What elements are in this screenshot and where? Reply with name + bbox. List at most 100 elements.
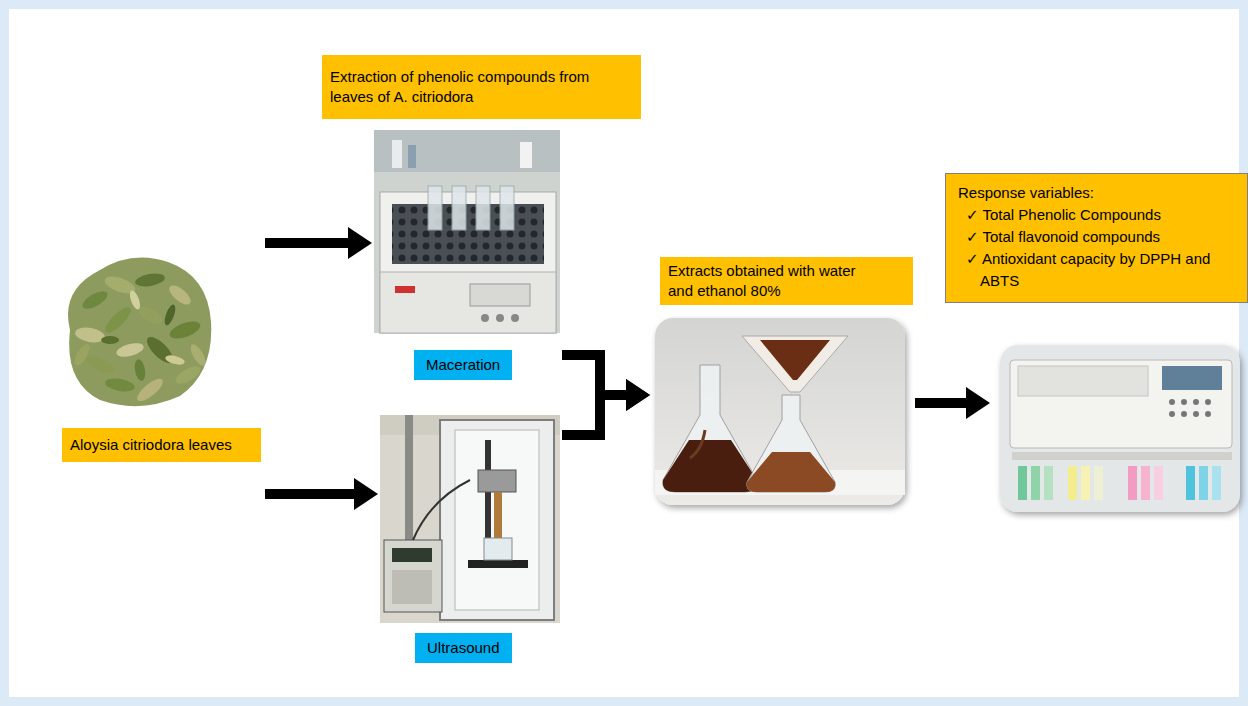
maceration-photo — [428, 186, 442, 230]
maceration-photo — [374, 130, 560, 172]
spectrophotometer-drawing — [1031, 466, 1040, 500]
label-box: Aloysia citriodora leaves — [62, 428, 261, 462]
spectrophotometer-drawing — [1169, 411, 1175, 417]
flask-drawing — [747, 452, 836, 492]
arrow-shaft — [562, 395, 628, 435]
list-item: ✓ Total Phenolic Compounds — [966, 204, 1216, 226]
maceration-photo — [380, 192, 556, 333]
analysis-panel: Response variables:✓ Total Phenolic Comp… — [990, 170, 1246, 515]
maceration-photo — [481, 314, 489, 322]
maceration-photo — [500, 186, 514, 230]
spectrophotometer-drawing — [1018, 366, 1148, 396]
flow-arrow — [265, 227, 372, 259]
maceration-photo — [392, 204, 544, 264]
maceration-photo — [520, 142, 532, 168]
spectrophotometer-drawing — [1081, 466, 1090, 500]
maceration-photo — [392, 140, 402, 168]
spectrophotometer-drawing — [1181, 399, 1187, 405]
leaves-photo — [68, 258, 211, 407]
spectrophotometer-photo — [1000, 345, 1240, 512]
arrow-head — [354, 478, 378, 510]
list-item: ✓ Antioxidant capacity by DPPH and ABTS — [966, 248, 1216, 292]
ultrasound-photo — [392, 570, 432, 604]
leaves-panel: Aloysia citriodora leaves — [50, 250, 265, 505]
maceration-photo — [374, 130, 560, 333]
spectrophotometer-drawing — [1162, 366, 1222, 390]
leaves-photo — [74, 326, 106, 345]
flask-drawing — [690, 430, 705, 458]
spectrophotometer-drawing — [1199, 466, 1208, 500]
ultrasound-photo — [455, 430, 539, 610]
extracts-photo — [655, 318, 905, 505]
flow-arrow — [265, 478, 378, 510]
leaves-photo — [68, 258, 211, 407]
arrow-head — [966, 387, 990, 419]
ultrasound-photo — [440, 420, 554, 620]
spectrophotometer-photo — [1000, 345, 1240, 512]
spectrophotometer-drawing — [1044, 466, 1053, 500]
leaves-photo — [134, 271, 166, 288]
box-text: Extraction of phenolic compounds from le… — [330, 67, 596, 107]
flow-arrow — [562, 379, 650, 435]
maceration-photo — [511, 314, 519, 322]
spectrophotometer-drawing — [1141, 466, 1150, 500]
ultrasound-photo — [380, 415, 560, 623]
leaves-photo — [83, 353, 117, 377]
leaves-photo — [162, 303, 177, 326]
leaves-photo — [188, 342, 209, 368]
list-heading: Response variables: — [958, 182, 1237, 204]
ultrasound-photo — [478, 470, 516, 492]
maceration-photo — [476, 186, 490, 230]
spectrophotometer-drawing — [1193, 411, 1199, 417]
flask-drawing — [663, 365, 758, 492]
maceration-photo — [452, 186, 466, 230]
leaves-photo — [104, 376, 136, 393]
leaves-photo — [115, 341, 145, 360]
leaves-photo — [173, 363, 203, 387]
arrow-head — [626, 379, 650, 411]
arrow-shaft — [265, 489, 356, 499]
ultrasound-photo — [494, 492, 502, 540]
spectrophotometer-drawing — [1169, 399, 1175, 405]
arrow-shaft — [265, 238, 350, 248]
maceration-photo — [470, 284, 530, 306]
spectrophotometer-drawing — [1018, 466, 1027, 500]
maceration-photo — [374, 130, 560, 333]
ultrasound-photo — [384, 540, 442, 612]
flask-drawing — [655, 336, 905, 495]
leaves-photo — [133, 358, 147, 381]
ultrasound-panel: Ultrasound — [378, 412, 562, 666]
flask-drawing — [663, 440, 758, 492]
maceration-photo — [395, 286, 415, 293]
label-box: Extracts obtained with water and ethanol… — [660, 257, 913, 305]
leaves-photo — [80, 288, 110, 312]
maceration-photo — [408, 145, 416, 168]
maceration-panel: Maceration — [372, 128, 562, 380]
flask-drawing — [742, 336, 848, 392]
method-label: Ultrasound — [415, 633, 512, 663]
spectrophotometer-drawing — [1205, 399, 1211, 405]
spectrophotometer-drawing — [1181, 411, 1187, 417]
extracts-photo — [655, 318, 905, 505]
leaves-photo — [164, 354, 185, 367]
arrow-head — [626, 379, 650, 411]
maceration-photo — [380, 272, 556, 333]
flask-drawing — [760, 340, 830, 380]
spectrophotometer-drawing — [1193, 399, 1199, 405]
spectrophotometer-drawing — [1186, 466, 1195, 500]
spectrophotometer-drawing — [1068, 466, 1077, 500]
spectrophotometer-drawing — [1212, 466, 1221, 500]
spectrophotometer-drawing — [1128, 466, 1137, 500]
ultrasound-photo — [380, 415, 560, 623]
page-ground — [9, 9, 1239, 697]
leaves-photo — [166, 282, 194, 308]
spectrophotometer-drawing — [1094, 466, 1103, 500]
ultrasound-photo — [392, 548, 432, 562]
title-box: Extraction of phenolic compounds from le… — [322, 55, 641, 119]
leaves-photo — [101, 336, 119, 344]
leaves-photo — [102, 304, 135, 337]
method-label: Maceration — [414, 350, 512, 380]
leaves-photo — [134, 375, 166, 405]
